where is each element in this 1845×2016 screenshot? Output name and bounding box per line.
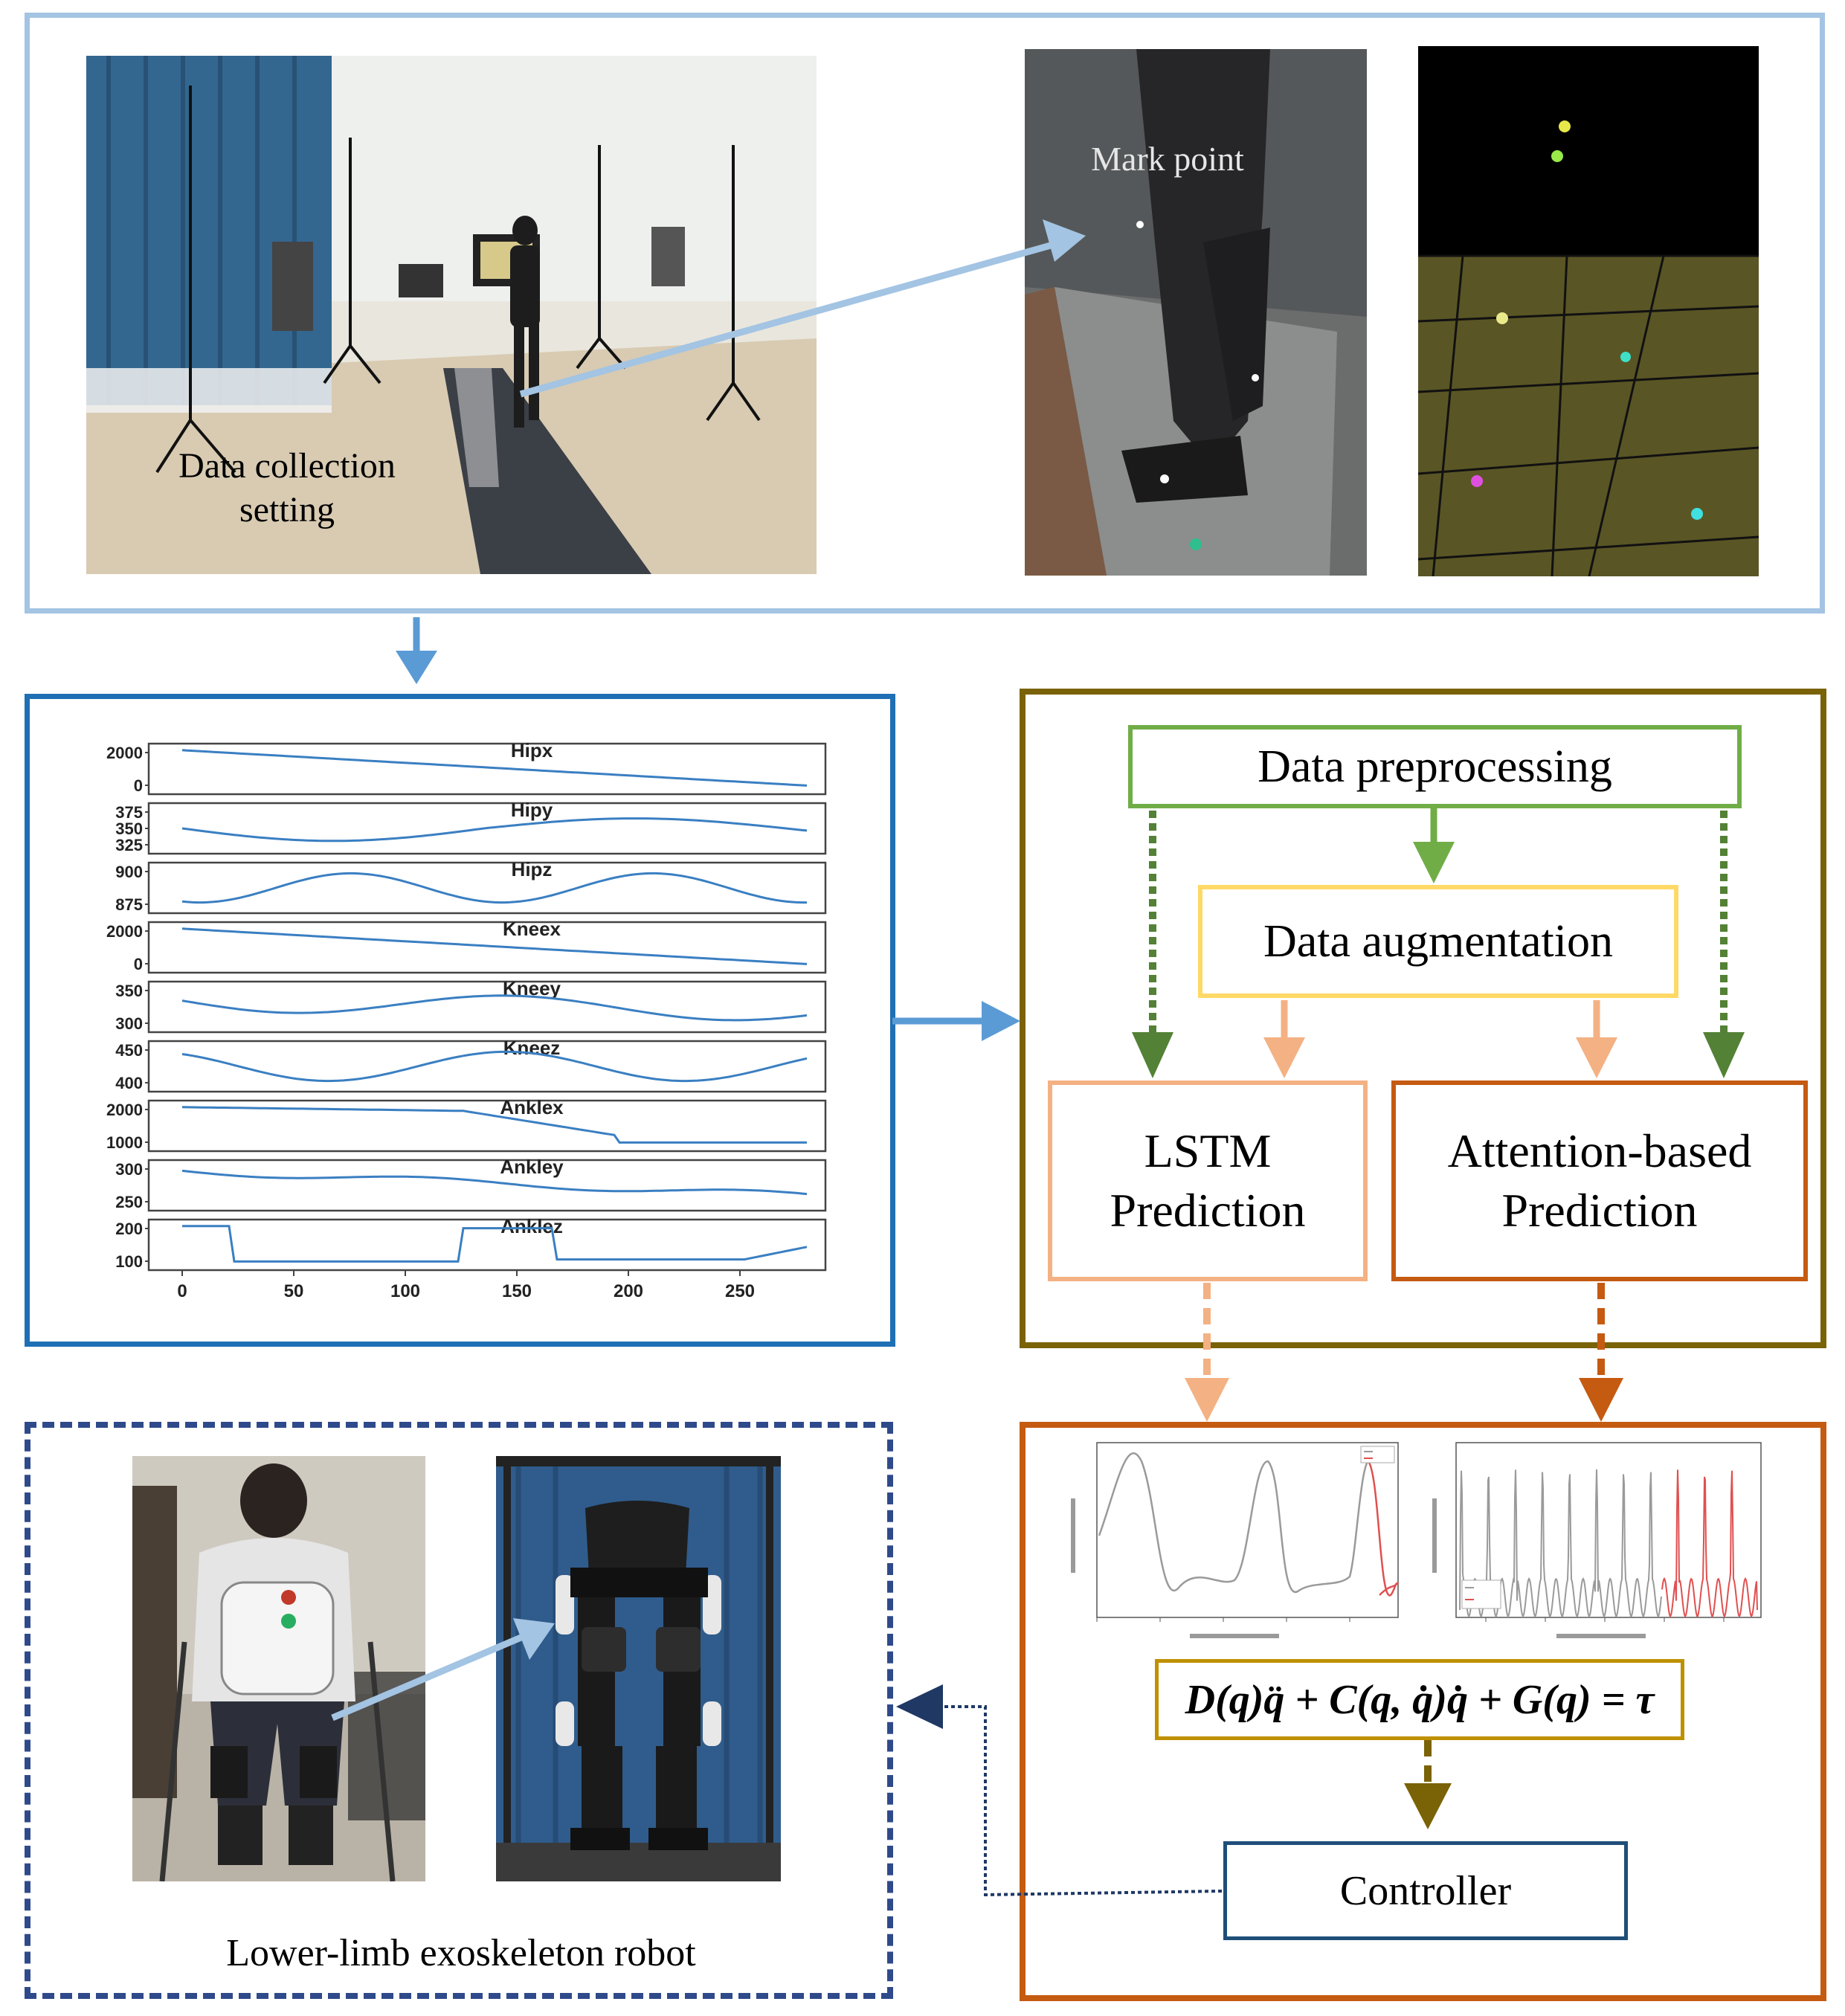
joint-subplot-anklex: Anklex 2000 1000 — [106, 1096, 827, 1153]
exoskeleton-panel — [25, 1422, 893, 1999]
joint-subplot-kneex: Kneex 2000 0 — [106, 918, 827, 974]
control-panel — [1020, 1422, 1826, 2001]
attention-prediction-box: Attention-based Prediction — [1391, 1081, 1808, 1281]
data-preprocessing-label: Data preprocessing — [1258, 741, 1612, 792]
x-tick-label: 150 — [502, 1281, 532, 1301]
lab-photo — [86, 56, 817, 574]
y-tick-label: 300 — [115, 1014, 143, 1033]
flow-arrow-right-1 — [892, 1001, 1020, 1041]
subplot-frame — [147, 861, 827, 915]
attention-prediction-label: Attention-based Prediction — [1447, 1124, 1752, 1237]
attention-result-plot — [1432, 1442, 1762, 1638]
y-tick-label: 375 — [115, 803, 143, 822]
x-tick-label: 250 — [725, 1281, 755, 1301]
joint-series-line — [181, 1169, 808, 1196]
subplot-title: Anklex — [500, 1096, 564, 1118]
data-collection-label: Data collection setting — [178, 446, 396, 529]
exoskeleton-robot-photo — [496, 1456, 781, 1881]
joint-series-line — [181, 749, 808, 787]
y-tick-label: 0 — [134, 955, 143, 973]
motion-capture-render — [1418, 46, 1759, 576]
y-tick-label: 2000 — [106, 744, 143, 762]
joint-series-line — [181, 817, 808, 843]
x-tick-label: 50 — [284, 1281, 304, 1301]
y-tick-label: 400 — [115, 1074, 143, 1092]
test-series-line — [1661, 1469, 1758, 1618]
leg-marker-photo — [1025, 49, 1367, 576]
controller-label: Controller — [1339, 1867, 1512, 1914]
subplot-title: Hipy — [511, 799, 553, 821]
y-tick-label: 250 — [115, 1193, 143, 1211]
data-augmentation-box: Data augmentation — [1198, 885, 1678, 998]
lstm-result-plot — [1071, 1442, 1400, 1638]
data-collection-panel — [25, 13, 1825, 614]
equation-to-controller-arrow — [1404, 1740, 1452, 1829]
y-tick-label: 1000 — [106, 1133, 143, 1152]
y-tick-label: 2000 — [106, 922, 143, 941]
y-tick-label: 450 — [115, 1041, 143, 1060]
x-tick-label: 100 — [390, 1281, 420, 1301]
subplot-title: Hipx — [511, 739, 553, 761]
joint-subplot-hipz: Hipz 900 875 — [115, 858, 827, 915]
joint-series-line — [181, 1050, 808, 1083]
joint-series-line — [182, 1225, 808, 1263]
exoskeleton-user-photo — [132, 1456, 425, 1881]
joint-subplot-hipx: Hipx 2000 0 — [106, 739, 827, 796]
subplot-frame — [147, 980, 827, 1034]
joint-subplot-ankley: Ankley 300 250 — [115, 1156, 827, 1212]
joint-trajectory-chart: Hipx20000Hipy375350325Hipz900875Kneex200… — [106, 739, 827, 1301]
y-tick-label: 350 — [115, 819, 143, 838]
y-tick-label: 900 — [115, 863, 143, 881]
data-augmentation-label: Data augmentation — [1263, 915, 1613, 967]
joint-series-line — [181, 872, 807, 904]
y-tick-label: 200 — [115, 1220, 143, 1238]
controller-box: Controller — [1223, 1841, 1628, 1940]
y-tick-label: 875 — [115, 895, 143, 914]
dynamics-equation: D(q)q̈ + C(q, q̇)q̇ + G(q) = τ — [1185, 1676, 1655, 1723]
joint-series-line — [181, 1106, 807, 1144]
y-tick-label: 325 — [115, 836, 143, 854]
y-tick-label: 2000 — [106, 1101, 143, 1119]
y-tick-label: 0 — [134, 776, 143, 795]
x-tick-label: 0 — [177, 1281, 187, 1301]
joint-series-line — [181, 927, 808, 965]
data-preprocessing-box: Data preprocessing — [1128, 725, 1742, 808]
subplot-title: Kneex — [503, 918, 561, 940]
x-tick-label: 200 — [614, 1281, 643, 1301]
dynamics-equation-box: D(q)q̈ + C(q, q̇)q̇ + G(q) = τ — [1155, 1659, 1684, 1740]
prediction-pipeline-panel — [1020, 689, 1826, 1348]
subplot-frame — [147, 1159, 827, 1212]
exoskeleton-caption: Lower-limb exoskeleton robot — [226, 1932, 696, 1974]
y-tick-label: 300 — [115, 1160, 143, 1179]
subplot-frame — [147, 921, 827, 974]
lstm-prediction-label: LSTM Prediction — [1110, 1124, 1306, 1237]
joint-series-line — [181, 994, 808, 1022]
y-tick-label: 100 — [115, 1252, 143, 1271]
mark-point-label: Mark point — [1091, 140, 1244, 178]
y-tick-label: 350 — [115, 982, 143, 1000]
subplot-title: Ankley — [500, 1156, 564, 1178]
subplot-frame — [147, 742, 827, 796]
lstm-prediction-box: LSTM Prediction — [1048, 1081, 1368, 1281]
flow-arrow-down-1 — [396, 617, 437, 684]
subplot-title: Hipz — [512, 858, 553, 880]
subplot-frame — [147, 1040, 827, 1093]
